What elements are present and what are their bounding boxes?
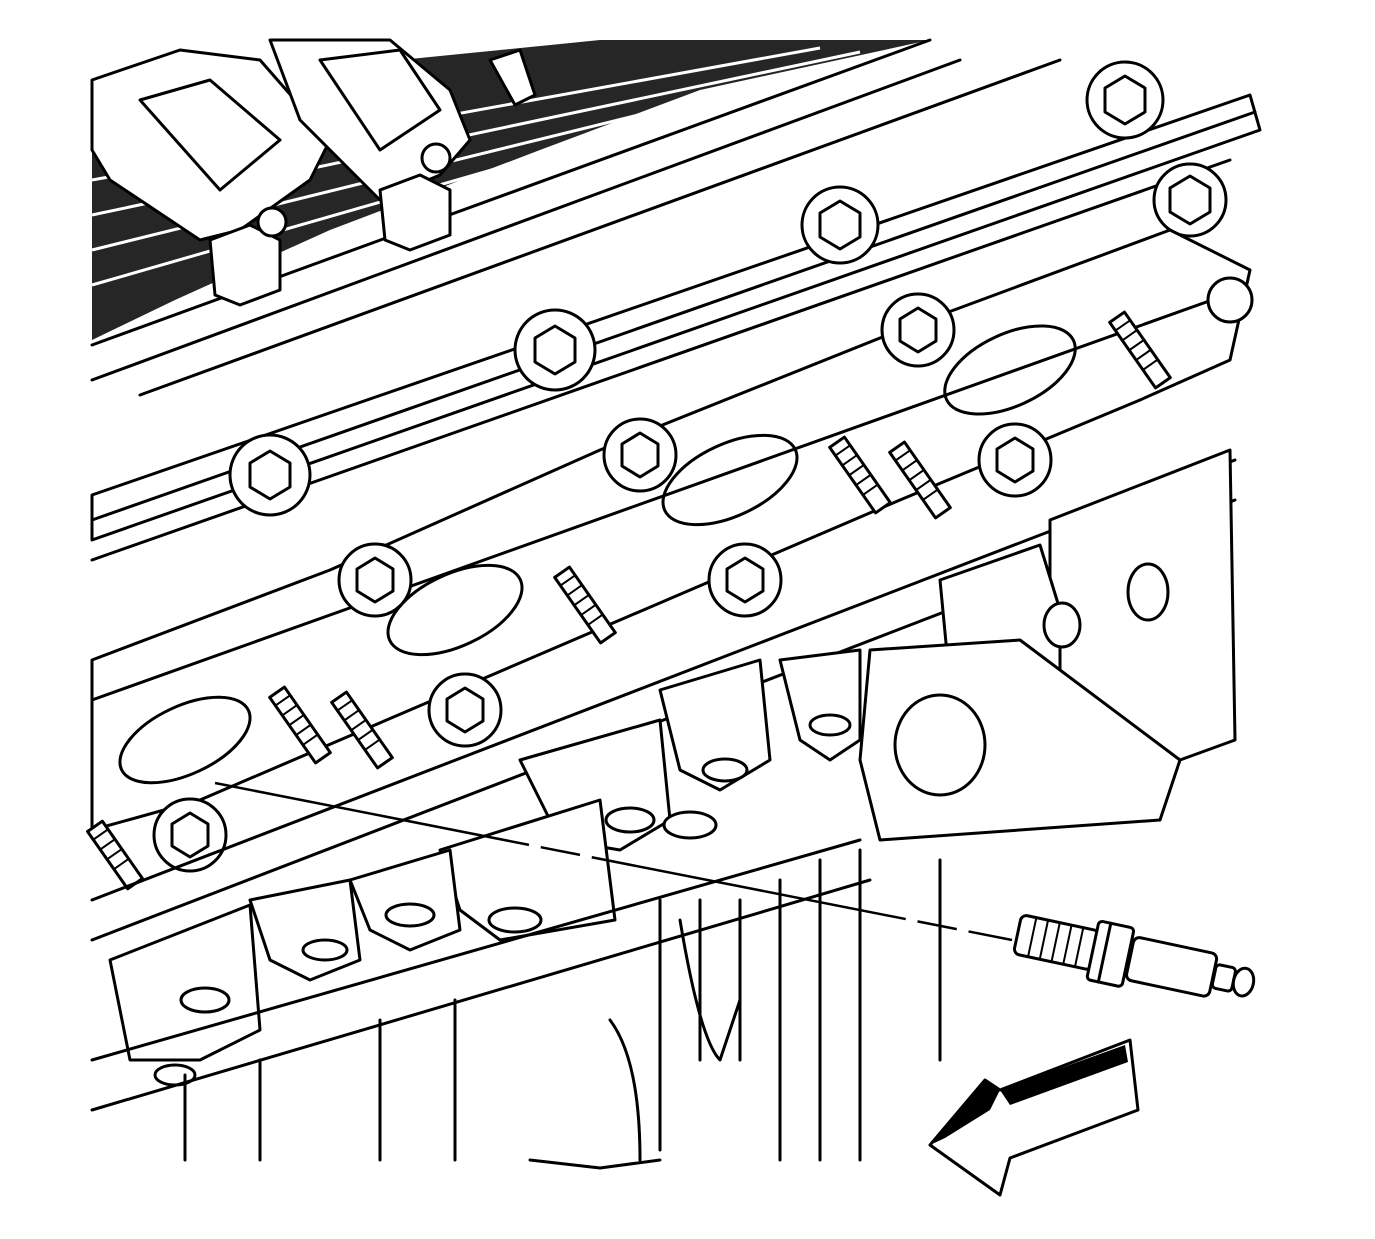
ignition-coil-1	[90, 48, 332, 307]
ignition-coil-2	[268, 38, 537, 252]
cylinder-head-block	[90, 448, 1237, 1170]
removal-path	[214, 781, 1013, 942]
exhaust-manifold	[90, 228, 1254, 832]
cover-bolts	[228, 60, 1228, 517]
front-direction-arrow-icon	[928, 1038, 1140, 1197]
manifold-bolts	[152, 292, 1053, 873]
spark-plug	[1012, 914, 1256, 998]
